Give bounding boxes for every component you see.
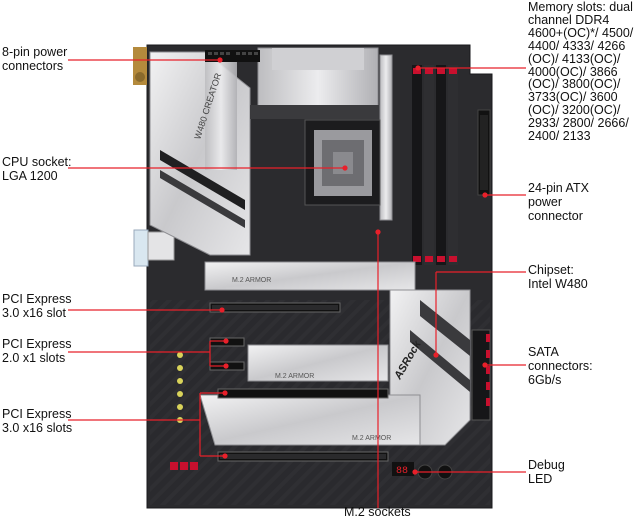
label-debug-led: Debug LED <box>528 458 565 486</box>
label-8pin-power: 8-pin power connectors <box>2 45 68 73</box>
vrm-heatsink-left: W480 CREATOR <box>149 51 251 256</box>
sata-connectors <box>471 329 491 421</box>
pcie-x16-slot-2 <box>217 388 389 399</box>
label-m2-sockets: M.2 sockets <box>344 505 411 519</box>
label-cpu-socket: CPU socket: LGA 1200 <box>2 155 72 183</box>
m2-armor-label-1: M.2 ARMOR <box>232 277 271 284</box>
label-pcie-x1-slots: PCI Express 2.0 x1 slots <box>2 337 72 365</box>
led-strip <box>177 352 183 423</box>
m2-armor-label-3: M.2 ARMOR <box>352 435 391 442</box>
vrm-heatsink-top <box>250 47 393 221</box>
label-chipset: Chipset: Intel W480 <box>528 263 588 291</box>
atx-24pin-connector <box>477 109 491 196</box>
debug-code-text: 88 <box>396 466 408 477</box>
pcie-x16-slot-1 <box>209 302 341 313</box>
dimm-slots <box>412 65 458 265</box>
callout-lines <box>68 57 526 508</box>
label-pcie-x16-slot: PCI Express 3.0 x16 slot <box>2 292 72 320</box>
label-sata: SATA connectors: 6Gb/s <box>528 345 593 387</box>
cpu-socket <box>304 119 381 206</box>
label-memory-slots: Memory slots: dual channel DDR4 4600+(OC… <box>528 0 634 144</box>
pcie-x16-slot-3 <box>217 451 389 462</box>
label-24pin-atx: 24-pin ATX power connector <box>528 181 589 223</box>
label-pcie-x16-slots: PCI Express 3.0 x16 slots <box>2 407 73 435</box>
rear-io-antenna <box>133 47 175 267</box>
chipset-heatsink: M.2 ARMOR ASRock M.2 ARMOR M.2 ARMOR <box>199 261 471 446</box>
bottom-headers <box>170 462 198 470</box>
m2-armor-label-2: M.2 ARMOR <box>275 373 314 380</box>
